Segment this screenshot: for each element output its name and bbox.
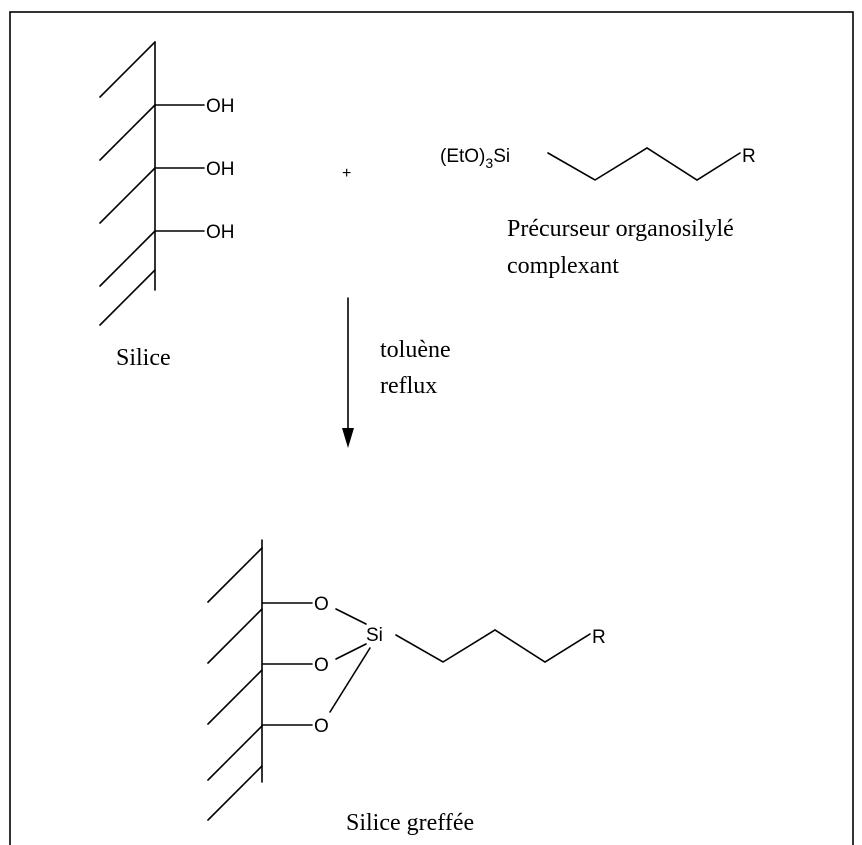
- figure-frame: [9, 11, 854, 845]
- condition-reflux: reflux: [380, 373, 437, 399]
- propyl-chain: [395, 629, 591, 663]
- precursor-caption-line1: Précurseur organosilylé: [507, 216, 734, 242]
- hydroxyl-label: OH: [206, 222, 235, 243]
- grafted-silica-caption: Silice greffée: [346, 810, 474, 836]
- hatch-mark: [99, 167, 156, 224]
- plus-sign: +: [342, 165, 351, 182]
- oxygen-label: O: [314, 655, 329, 676]
- hydroxyl-label: OH: [206, 96, 235, 117]
- oxygen-label: O: [314, 716, 329, 737]
- precursor-ethoxy: (EtO)3Si: [440, 146, 510, 171]
- ethoxy-subscript: 3: [485, 155, 493, 171]
- hatch-mark: [99, 230, 156, 287]
- o-si-bond: [329, 647, 371, 713]
- hatch-mark: [207, 669, 263, 725]
- silica-surface: [99, 41, 156, 326]
- siloxane-bonds: O O O Si: [261, 594, 383, 737]
- hatch-mark: [99, 41, 156, 98]
- silica-caption: Silice: [116, 345, 171, 371]
- precursor-r-group: R: [742, 146, 756, 167]
- precursor-caption-line2: complexant: [507, 253, 619, 279]
- hatch-mark: [207, 725, 263, 781]
- ethoxy-label: (EtO): [440, 146, 485, 167]
- oxygen-label: O: [314, 594, 329, 615]
- precursor-molecule: (EtO)3Si R: [440, 146, 756, 181]
- hydroxyl-label: OH: [206, 159, 235, 180]
- hatch-mark: [99, 269, 156, 326]
- hatch-mark: [99, 104, 156, 161]
- product-propyl-chain: R: [395, 627, 606, 663]
- product-r-group: R: [592, 627, 606, 648]
- product-silicon: Si: [366, 625, 383, 646]
- reaction-arrow: [342, 297, 354, 448]
- hatch-mark: [207, 547, 263, 603]
- hatch-mark: [207, 765, 263, 821]
- hatch-mark: [207, 608, 263, 664]
- o-si-bond: [335, 608, 367, 625]
- condition-solvent: toluène: [380, 337, 451, 363]
- o-si-bond: [335, 643, 367, 660]
- arrow-head: [342, 428, 354, 448]
- grafted-silica-surface: [207, 539, 263, 821]
- silanol-groups: OH OH OH: [154, 96, 235, 243]
- propyl-chain: [547, 147, 741, 181]
- precursor-silicon: Si: [493, 146, 510, 167]
